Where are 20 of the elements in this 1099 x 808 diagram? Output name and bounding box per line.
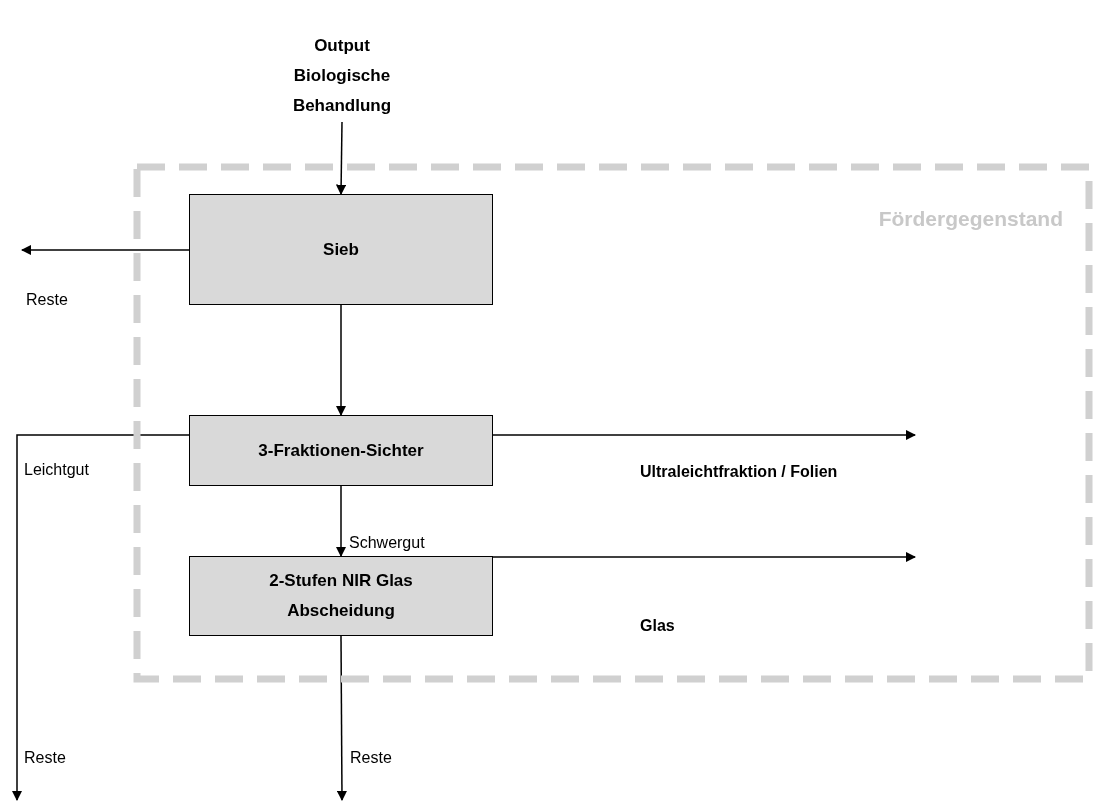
arrow	[335, 485, 347, 558]
arrow	[336, 635, 348, 802]
arrow	[11, 434, 190, 802]
process-box: 2-Stufen NIR Glas Abscheidung	[189, 556, 493, 636]
arrow	[492, 429, 917, 441]
edge-label: Ultraleichtfraktion / Folien	[640, 462, 838, 482]
edge-label: Glas	[640, 616, 675, 636]
arrow	[20, 244, 190, 256]
edge-label: Reste	[350, 748, 392, 768]
input-label: Output Biologische Behandlung	[291, 35, 393, 117]
arrow	[492, 551, 917, 563]
edge-label: Reste	[26, 290, 68, 310]
arrow	[335, 304, 347, 417]
flow-label: Reste	[24, 748, 66, 768]
process-box: Sieb	[189, 194, 493, 305]
edge-label: Schwergut	[349, 533, 425, 553]
system-boundary	[133, 163, 1093, 683]
edge-label: Leichtgut	[24, 460, 89, 480]
arrow	[335, 121, 347, 196]
process-box: 3-Fraktionen-Sichter	[189, 415, 493, 486]
